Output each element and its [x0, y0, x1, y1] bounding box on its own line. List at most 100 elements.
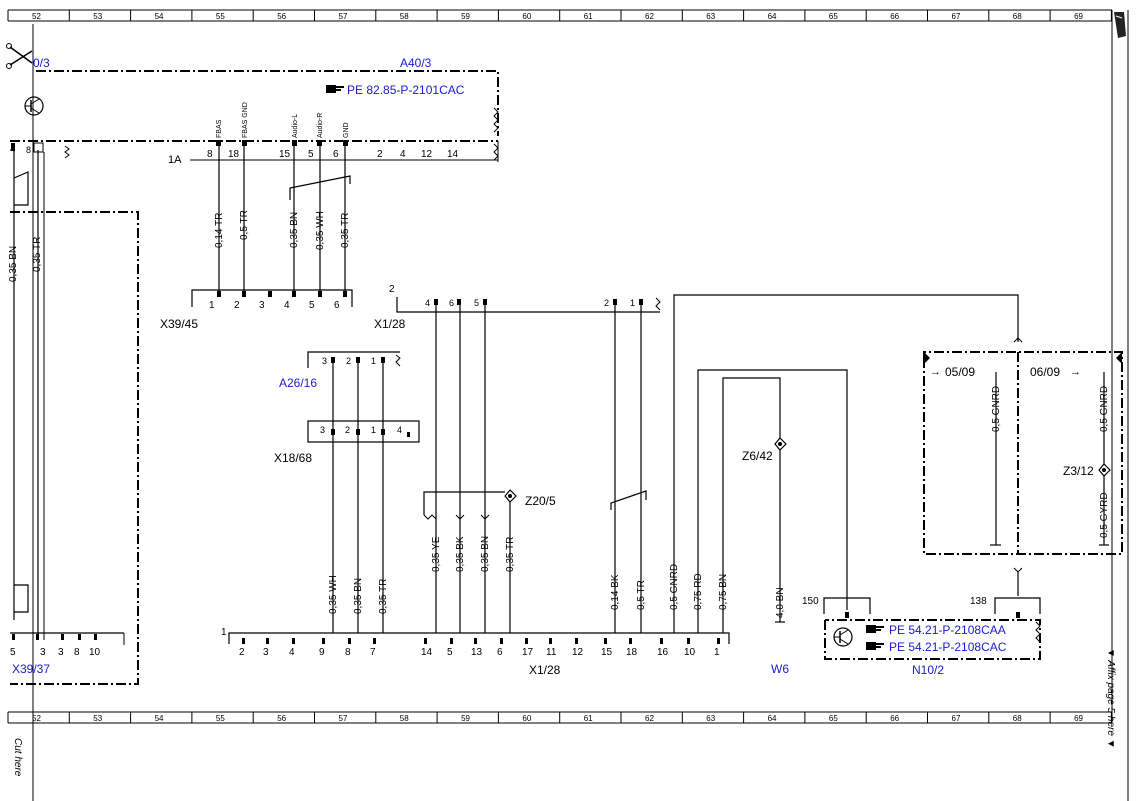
wire-x18-1: 0,35 WH — [328, 575, 339, 614]
x1-28-top-pin: 1 — [630, 298, 635, 308]
a40-pin: 14 — [447, 149, 459, 160]
ruler-label: 53 — [93, 714, 102, 723]
wire-a40-4: 0,35 WH — [315, 211, 326, 250]
scissors-icon — [6, 43, 33, 69]
a40-label: A40/3 — [400, 56, 432, 70]
x39-37-pin: 5 — [10, 647, 16, 658]
x1-28-bottom-pin: 16 — [657, 647, 669, 658]
x1-28-bottom-pin: 9 — [319, 647, 325, 658]
transistor-symbol-icon — [833, 627, 853, 647]
ruler-label: 68 — [1013, 714, 1022, 723]
a40-pe-ref[interactable]: PE 82.85-P-2101CAC — [347, 83, 465, 97]
x1-28-bottom-pin-mark — [292, 638, 295, 644]
x1-28-bottom-pin: 2 — [239, 647, 245, 658]
connector-1a-label: 1A — [168, 154, 182, 166]
wire-x18-3: 0,35 TR — [378, 579, 389, 614]
x1-28-bottom-pin-mark — [450, 638, 453, 644]
x1-28-top-pin: 6 — [449, 298, 454, 308]
x39-45-label: X39/45 — [160, 317, 198, 331]
wire-x1-1: 0,14 BK — [610, 574, 621, 610]
x39-45-pin: 1 — [209, 300, 215, 311]
x1-28-bottom-pin: 10 — [684, 647, 696, 658]
x1-28-bottom-pin: 4 — [289, 647, 295, 658]
pointing-hand-icon — [866, 625, 884, 633]
a26-16-label: A26/16 — [279, 376, 317, 390]
wire-w6: 4,0 BN — [775, 587, 786, 618]
ruler-label: 54 — [155, 714, 164, 723]
n10-2-label: N10/2 — [912, 663, 944, 677]
ruler-label: 62 — [645, 714, 654, 723]
wire-left-tr: 0,35 TR — [32, 237, 43, 272]
x1-28-bottom-pin-mark — [500, 638, 503, 644]
left-harness: 8 0,35 BN 0,35 TR 5 3 3 8 10 X39/37 — [8, 142, 139, 685]
a40-pin-name-audio-l: Audio-L — [292, 114, 299, 138]
ref-05-09-arrow: → — [930, 366, 941, 378]
ruler-label: 62 — [645, 12, 654, 21]
x1-28-bottom-pin-mark — [474, 638, 477, 644]
x39-45-pin: 4 — [284, 300, 290, 311]
x39-45-pin: 3 — [259, 300, 265, 311]
a40-to-x39-45-wires: 0,14 TR 0,5 TR 0,35 BN 0,35 WH 0,35 TR 1… — [160, 146, 353, 331]
wire-z3-2: 0,5 GNRD — [1099, 386, 1110, 432]
ruler-label: 65 — [829, 714, 838, 723]
a40-pin-name-audio-r: Audio-R — [317, 113, 324, 138]
ruler-label: 64 — [768, 714, 777, 723]
ruler-label: 63 — [706, 714, 715, 723]
a40-pin: 2 — [377, 149, 383, 160]
ruler-label: 58 — [400, 12, 409, 21]
x1-28-top-pin: 2 — [604, 298, 609, 308]
x1-28-bottom-pin: 14 — [421, 647, 433, 658]
x1-28-right-wires: 0,14 BK 0,5 TR Z6/42 0,5 GNRD 0,75 RD 0,… — [610, 294, 1023, 676]
x1-28-bottom-pin-mark — [629, 638, 632, 644]
x1-28-bottom-pin-mark — [604, 638, 607, 644]
pointing-hand-icon — [326, 85, 344, 93]
x1-28-top: 2 4 6 5 2 1 X1/28 — [374, 284, 661, 331]
z3-12-block: → 05/09 06/09 → Z3/12 0,5 GNRD 0,5 GNRD … — [923, 351, 1123, 596]
n10-pe-ref-1[interactable]: PE 54.21-P-2108CAA — [889, 623, 1006, 637]
ruler-label: 67 — [952, 714, 961, 723]
n10-pin-138: 138 — [970, 596, 987, 607]
ruler-label: 60 — [522, 714, 531, 723]
ruler-label: 64 — [768, 12, 777, 21]
wire-a40-2: 0,5 TR — [239, 210, 250, 240]
ruler-label: 65 — [829, 12, 838, 21]
ruler-label: 60 — [522, 12, 531, 21]
a40-pin: 15 — [279, 149, 291, 160]
ruler-label: 56 — [277, 714, 286, 723]
ruler-label: 56 — [277, 12, 286, 21]
ruler-label: 54 — [155, 12, 164, 21]
a40-pin: 5 — [308, 149, 314, 160]
ref-06-09: 06/09 — [1030, 365, 1060, 379]
x1-28-bottom-pin-mark — [660, 638, 663, 644]
wire-z3-3: 0,5 GYRD — [1099, 492, 1110, 538]
x1-28-bottom-pin: 12 — [572, 647, 584, 658]
x1-28-bottom-pin: 15 — [601, 647, 613, 658]
wire-a40-1: 0,14 TR — [214, 213, 225, 248]
a26-16-pin: 2 — [346, 356, 351, 366]
ruler-label: 55 — [216, 714, 225, 723]
x1-28-bottom-pin-mark — [575, 638, 578, 644]
wire-x1-2: 0,5 TR — [636, 580, 647, 610]
x1-28-bottom-pin-mark — [266, 638, 269, 644]
x18-68-pin: 4 — [397, 425, 402, 435]
wire-a40-3: 0,35 BN — [289, 212, 300, 248]
z20-5-splice: Z20/5 0,35 YE 0,35 BK 0,35 BN 0,35 TR — [423, 305, 556, 633]
n10-pin-150: 150 — [802, 596, 819, 607]
x39-45-pin: 5 — [309, 300, 315, 311]
wire-left-bn: 0,35 BN — [8, 246, 19, 282]
wire-a40-5: 0,35 TR — [340, 213, 351, 248]
x39-37-pin: 3 — [58, 647, 64, 658]
x1-28-top-marker: 2 — [389, 284, 395, 295]
x1-28-bottom-pin-mark — [687, 638, 690, 644]
a40-pin: 18 — [228, 149, 240, 160]
ruler-label: 53 — [93, 12, 102, 21]
x1-28-top-pin: 4 — [425, 298, 430, 308]
x1-28-bottom-pin-mark — [242, 638, 245, 644]
n10-pe-ref-2[interactable]: PE 54.21-P-2108CAC — [889, 640, 1007, 654]
x18-68-pin: 1 — [371, 425, 376, 435]
x1-28-bottom-pin-mark — [373, 638, 376, 644]
ruler-label: 69 — [1074, 12, 1083, 21]
ruler-label: 63 — [706, 12, 715, 21]
